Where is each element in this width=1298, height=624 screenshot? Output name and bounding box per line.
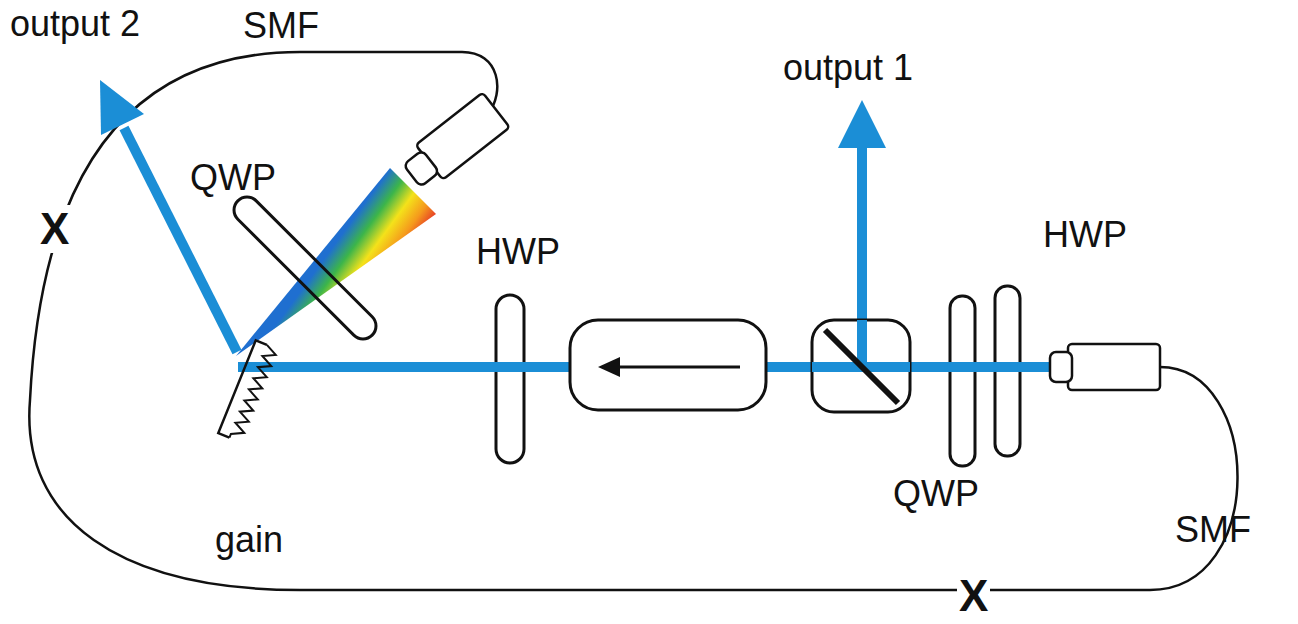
waveplate	[229, 192, 382, 345]
beam	[857, 146, 867, 367]
component-label: gain	[215, 520, 283, 560]
component-label: output 1	[783, 48, 913, 88]
component-label: HWP	[1043, 215, 1127, 255]
component-label: QWP	[190, 158, 276, 198]
component-label: HWP	[476, 232, 560, 272]
cut-mark: X	[957, 572, 990, 620]
cut-mark: X	[38, 205, 71, 253]
waveplate	[496, 295, 524, 463]
waveplate	[950, 296, 975, 466]
beam-splitter	[812, 320, 910, 412]
collimator	[398, 93, 509, 194]
arrowhead	[838, 100, 886, 148]
component-label: SMF	[243, 6, 319, 46]
component-label: SMF	[1175, 510, 1251, 550]
arrowhead	[100, 80, 144, 135]
component-label: output 2	[10, 4, 140, 44]
collimator	[1050, 344, 1160, 390]
component-label: QWP	[893, 474, 979, 514]
isolator	[570, 320, 766, 410]
fiber	[29, 52, 1237, 590]
grating	[218, 340, 278, 442]
